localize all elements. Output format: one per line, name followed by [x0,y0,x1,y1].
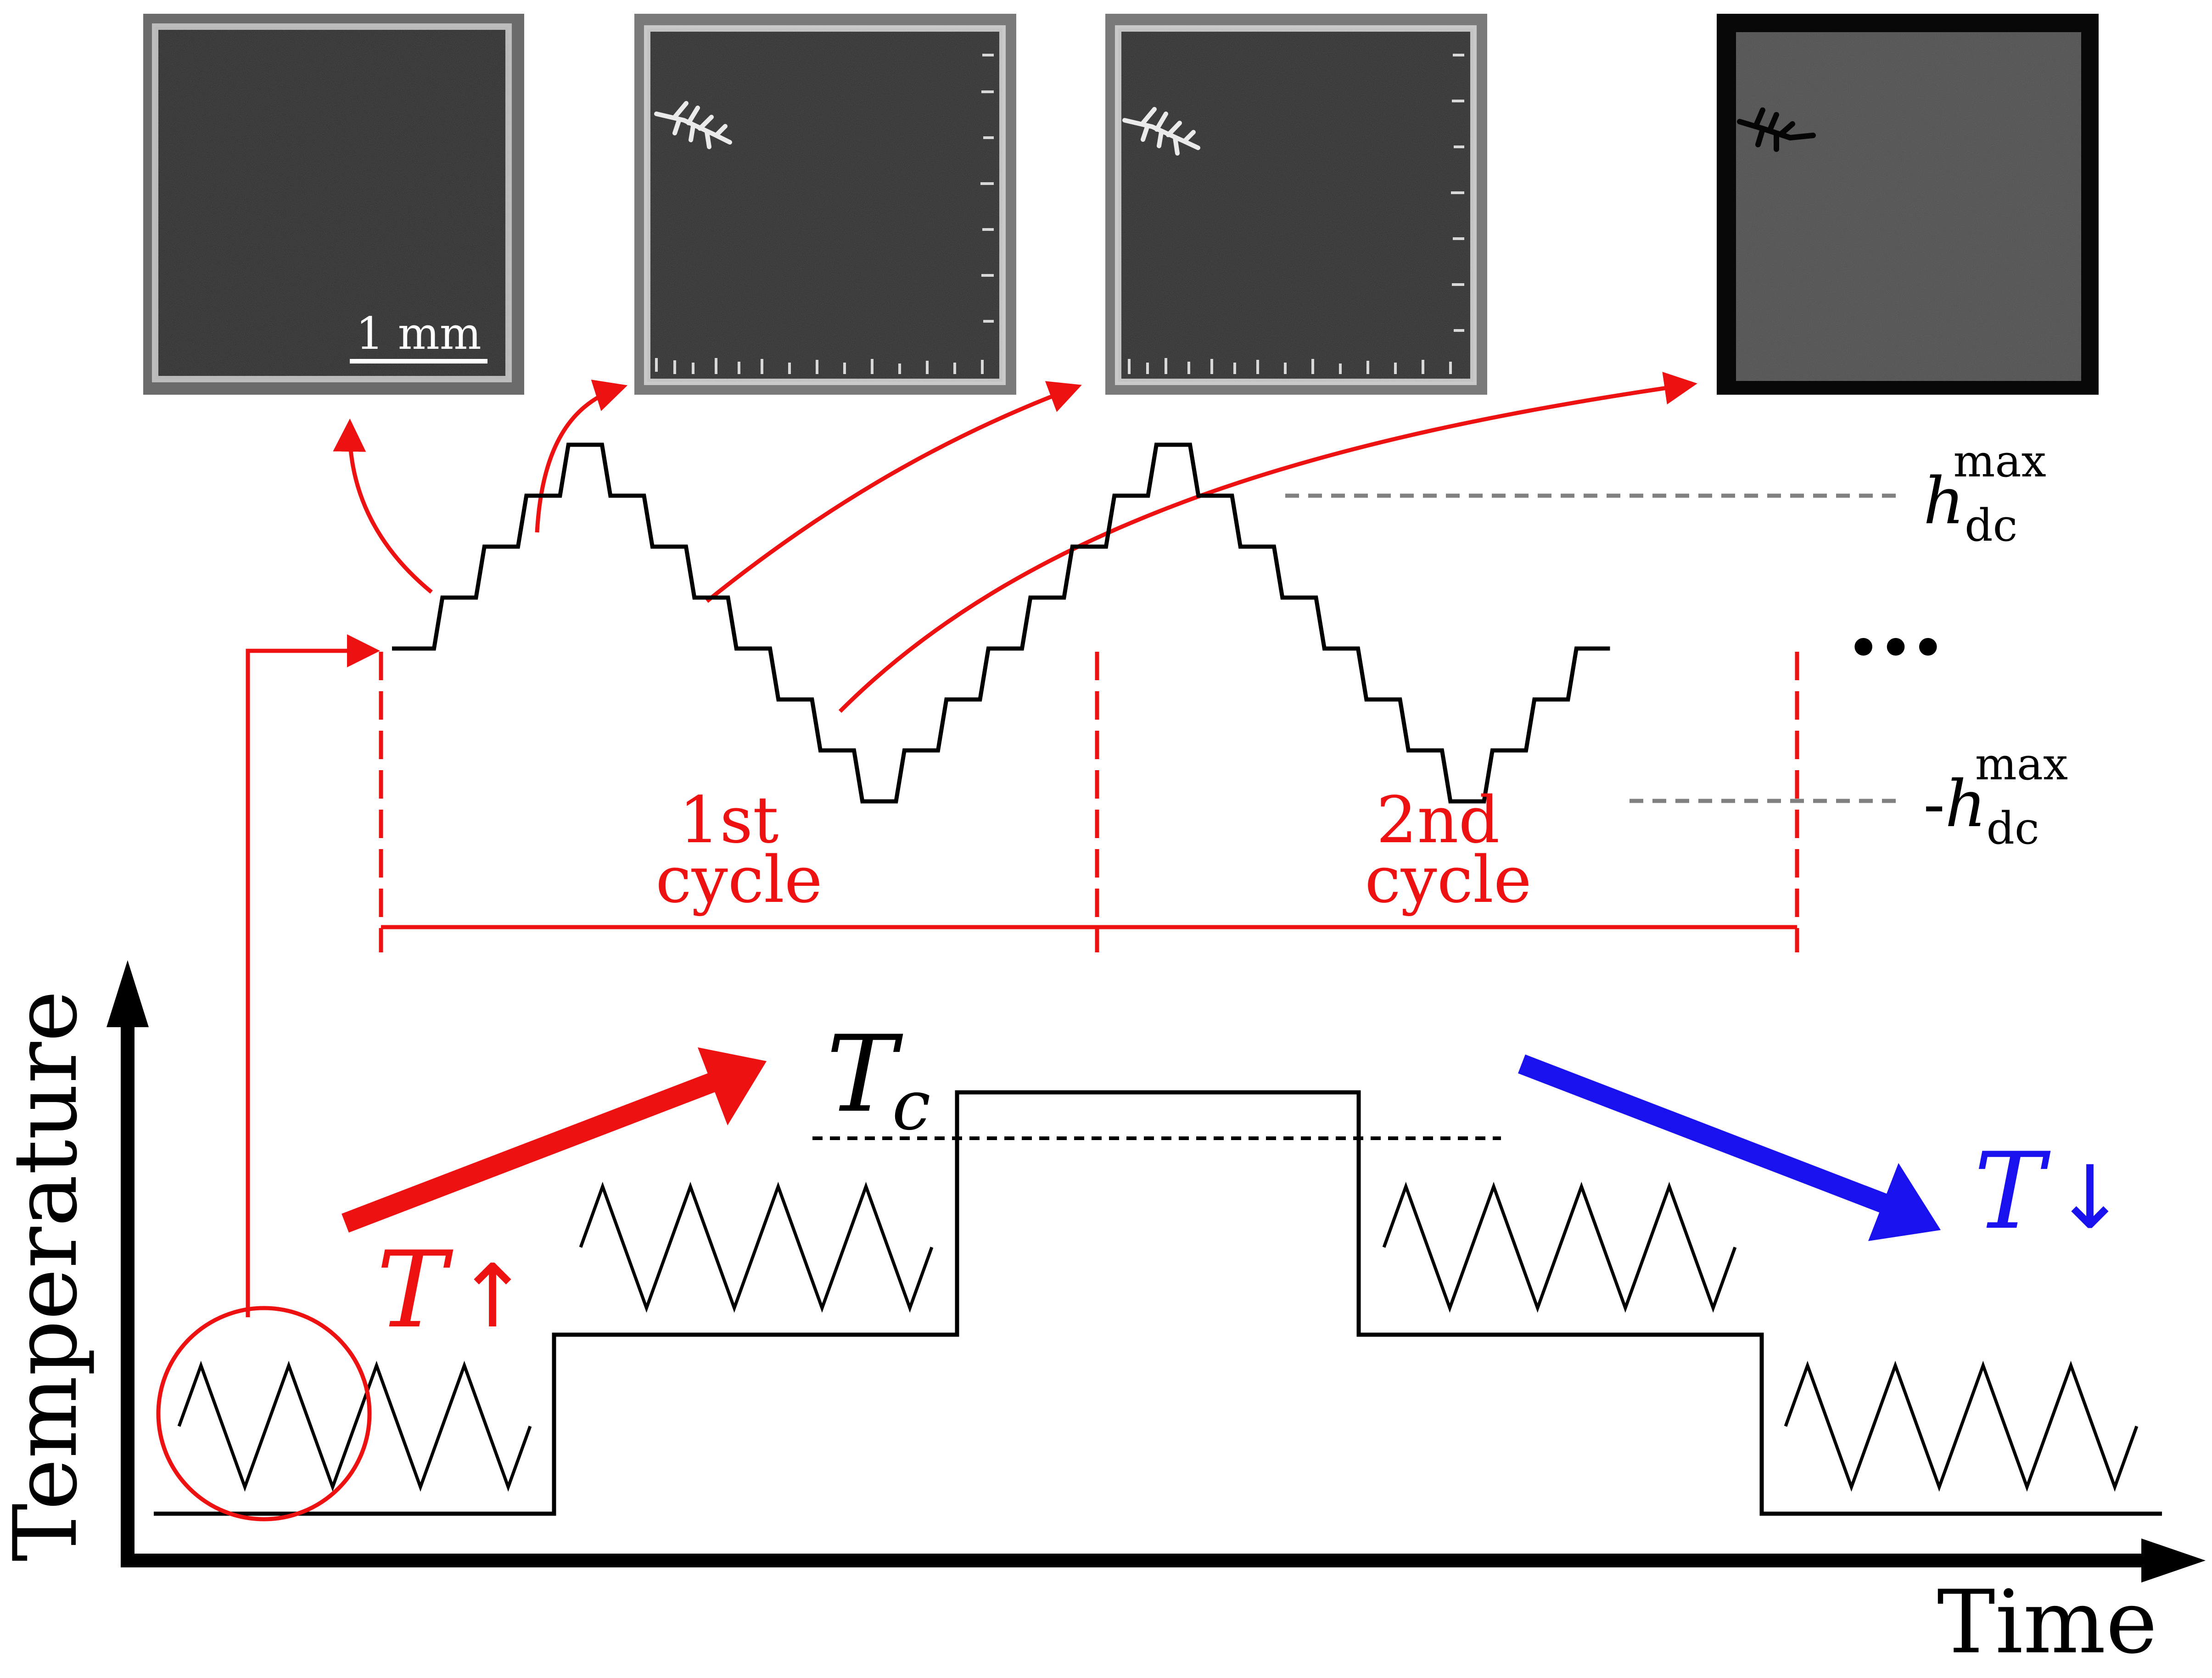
hmax-label: hdcmax [1923,436,2046,551]
y-axis-arrowhead [106,960,149,1027]
arrow-to-micrograph-3 [706,381,1082,603]
heating-arrow [342,1047,767,1233]
edge-fringe [1128,54,1464,374]
scale-bar-label: 1 mm [356,308,482,359]
cycle-2-label: 2nd cycle [1365,783,1532,917]
y-axis-label: Temperature [0,990,96,1562]
zoom-link-arrow [246,634,380,1317]
x-axis-arrowhead [2141,1538,2206,1583]
neg-hmax-label: -hdcmax [1923,738,2068,854]
continuation-ellipsis: ••• [1848,618,1944,677]
temperature-profile [154,1090,2162,1516]
cooling-arrow [1518,1054,1941,1241]
mini-field-waveform [1784,1360,2139,1492]
field-waveform: hdcmax -hdcmax ••• [392,436,2068,854]
t-up-label: T↑ [376,1229,529,1352]
x-axis-label: Time [1937,1572,2157,1673]
scale-bar [350,359,487,364]
micrograph-2 [634,14,1016,395]
micrograph-3 [1105,14,1487,395]
cycle-1-label: 1st cycle [655,783,823,917]
arrow-to-micrograph-2 [535,380,628,533]
cycle-brackets [379,652,1799,952]
zoom-circle [156,1306,372,1521]
micrograph-1: 1 mm [143,14,524,395]
tc-label: Tc [826,1013,930,1146]
dendrite-pattern [654,101,732,149]
dendrite-pattern [1122,107,1200,156]
arrow-to-micrograph-1 [333,419,433,594]
mini-waveforms [177,1181,2139,1492]
micrograph-4 [1717,14,2099,395]
mini-field-waveform [1382,1181,1737,1313]
t-down-label: T↓ [1974,1130,2127,1253]
dendrite-pattern [1737,107,1816,152]
edge-fringe [655,54,994,374]
staircase-field-sequence [392,442,1610,804]
mini-field-waveform [177,1360,532,1492]
mini-field-waveform [579,1181,934,1313]
axes: Temperature Time [0,960,2206,1673]
